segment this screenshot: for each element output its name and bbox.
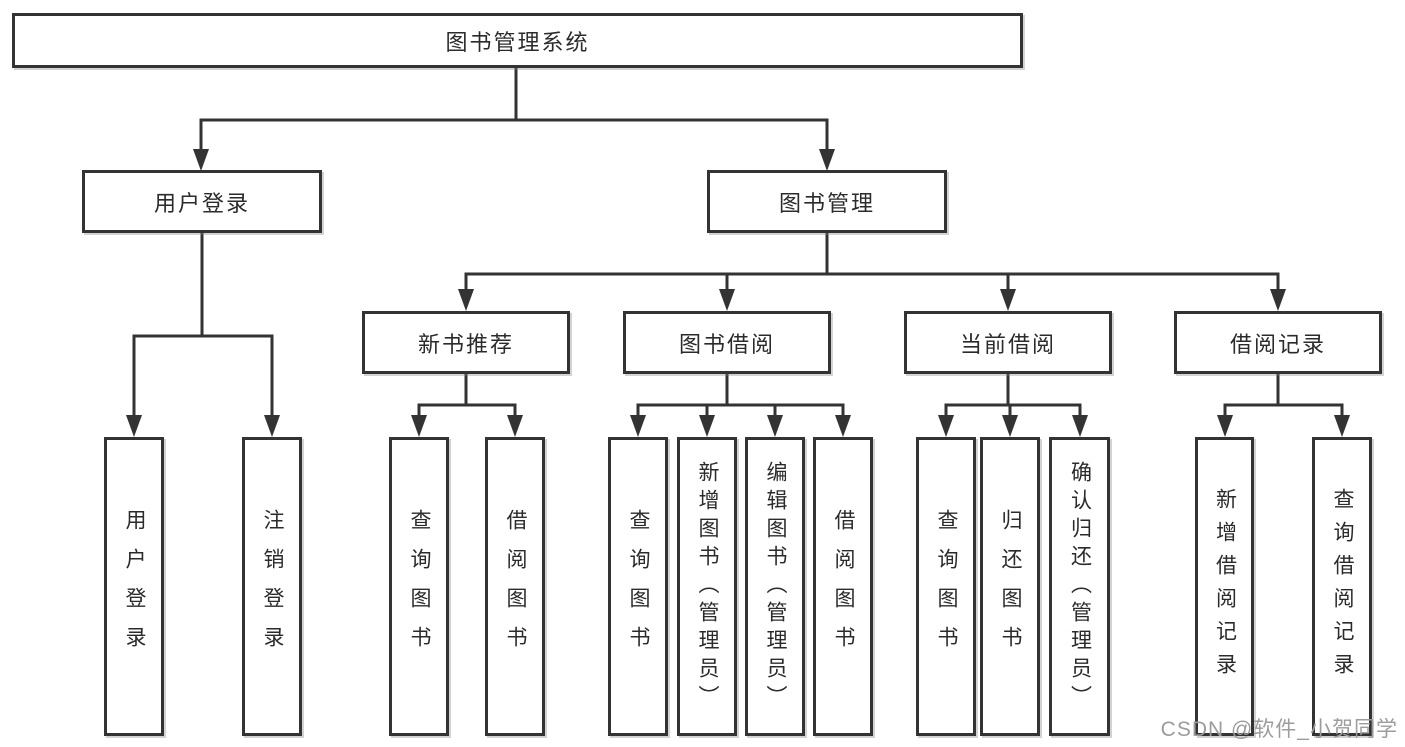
leaf-add-books-admin: 新增图书（管理员） (677, 437, 737, 736)
node-label: 查询图书 (627, 508, 650, 665)
arrowhead-down (264, 415, 280, 437)
connector-user-login-fork (126, 231, 280, 437)
node-book-management: 图书管理 (707, 170, 947, 233)
arrowhead-down (507, 415, 523, 437)
leaf-confirm-return-admin: 确认归还（管理员） (1049, 437, 1110, 736)
node-label: 查询借阅记录 (1331, 487, 1354, 686)
leaf-edit-books-admin: 编辑图书（管理员） (745, 437, 805, 736)
node-label: 图书管理系统 (445, 29, 590, 55)
arrowhead-down (767, 415, 783, 437)
node-label: 确认归还（管理员） (1068, 460, 1092, 713)
arrowhead-down (458, 289, 474, 311)
leaf-query-books-1: 查询图书 (389, 437, 449, 736)
arrowhead-down (1000, 289, 1016, 311)
arrowhead-down (1002, 415, 1018, 437)
node-label: 新增借阅记录 (1213, 487, 1237, 686)
leaf-query-books-3: 查询图书 (916, 437, 976, 736)
node-label: 用户登录 (123, 508, 146, 665)
node-label: 借阅记录 (1229, 331, 1326, 357)
arrowhead-down (1072, 415, 1088, 437)
node-label: 借阅图书 (832, 508, 855, 665)
leaf-add-borrow-record: 新增借阅记录 (1195, 437, 1254, 736)
leaf-logout: 注销登录 (242, 437, 302, 736)
leaf-query-books-2: 查询图书 (608, 437, 668, 736)
leaf-user-login: 用户登录 (104, 437, 164, 736)
node-label: 新书推荐 (417, 331, 514, 357)
connector-new-books-fork (411, 372, 523, 437)
node-label: 用户登录 (153, 190, 250, 216)
connector-book-mgmt-fork (458, 231, 1286, 311)
arrowhead-down (630, 415, 646, 437)
node-label: 当前借阅 (959, 331, 1056, 357)
node-label: 借阅图书 (504, 508, 527, 665)
csdn-watermark: CSDN @软件_小贺同学 (1160, 718, 1398, 741)
arrowhead-down (819, 149, 835, 171)
node-library-system: 图书管理系统 (12, 13, 1023, 68)
connector-borrow-records-fork (1217, 372, 1350, 437)
leaf-return-books: 归还图书 (980, 437, 1040, 736)
connector-root-to-level1 (193, 66, 835, 171)
node-label: 归还图书 (999, 508, 1022, 665)
connector-current-borrow-fork (938, 372, 1088, 437)
node-current-borrowing: 当前借阅 (904, 311, 1112, 374)
arrowhead-down (835, 415, 851, 437)
node-label: 图书借阅 (678, 331, 775, 357)
node-label: 编辑图书（管理员） (764, 460, 787, 713)
node-label: 注销登录 (261, 508, 284, 665)
arrowhead-down (1217, 415, 1233, 437)
arrowhead-down (699, 415, 715, 437)
leaf-query-borrow-record: 查询借阅记录 (1312, 437, 1372, 736)
connector-book-borrow-fork (630, 372, 851, 437)
arrowhead-down (1334, 415, 1350, 437)
node-label: 查询图书 (408, 508, 431, 665)
leaf-borrow-books-1: 借阅图书 (485, 437, 545, 736)
arrowhead-down (411, 415, 427, 437)
node-label: 新增图书（管理员） (696, 460, 719, 713)
arrowhead-down (126, 415, 142, 437)
node-borrow-records: 借阅记录 (1174, 311, 1382, 374)
node-label: 查询图书 (935, 508, 958, 665)
arrowhead-down (719, 289, 735, 311)
arrowhead-down (1270, 289, 1286, 311)
node-label: 图书管理 (778, 190, 875, 216)
node-user-login: 用户登录 (82, 170, 322, 233)
node-new-book-recommend: 新书推荐 (362, 311, 570, 374)
leaf-borrow-books-2: 借阅图书 (813, 437, 873, 736)
arrowhead-down (193, 149, 209, 171)
node-book-borrowing: 图书借阅 (623, 311, 831, 374)
arrowhead-down (938, 415, 954, 437)
